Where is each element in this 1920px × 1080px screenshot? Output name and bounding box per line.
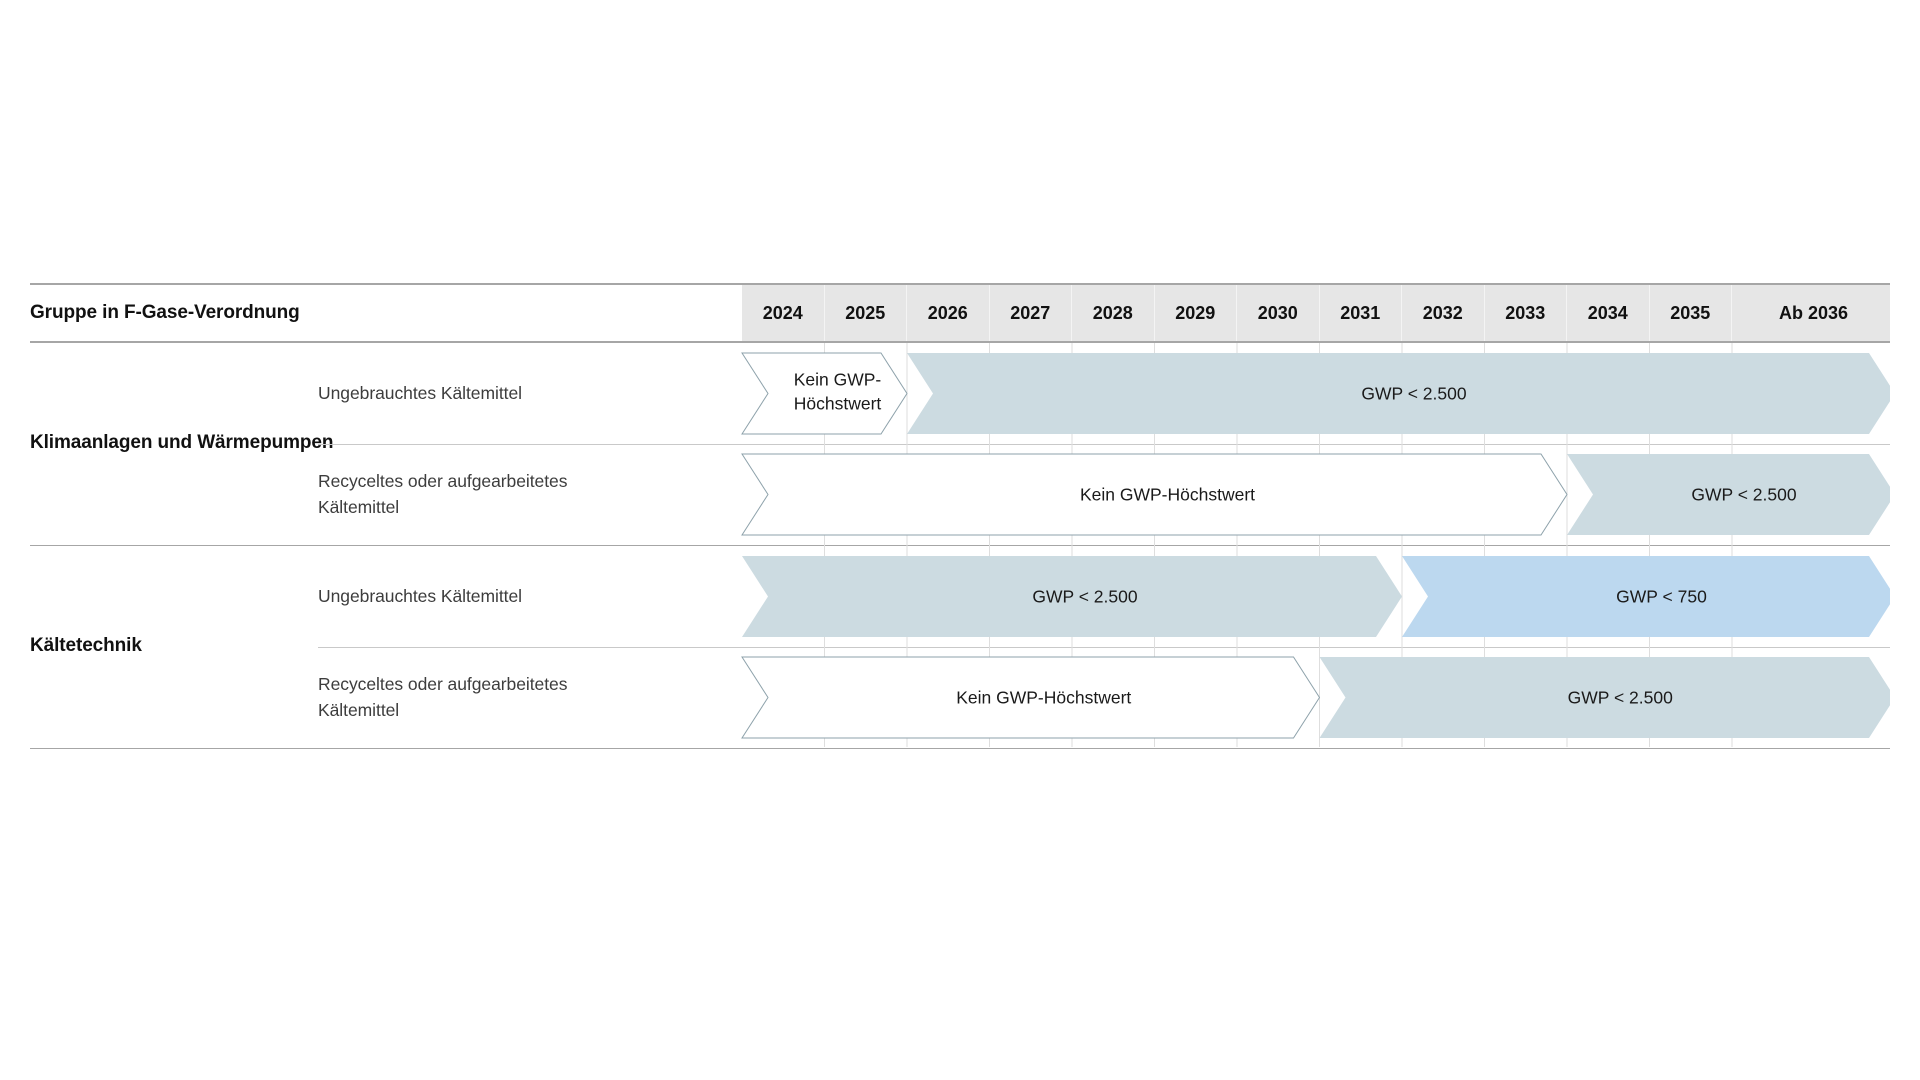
year-header-2024: 2024 xyxy=(742,285,825,341)
sub-row-divider xyxy=(318,647,1890,648)
row-label: Ungebrauchtes Kältemittel xyxy=(318,343,618,444)
year-header-2030: 2030 xyxy=(1237,285,1320,341)
row-label-line: Kältemittel xyxy=(318,496,400,517)
year-header-2034: 2034 xyxy=(1567,285,1650,341)
row-label: Ungebrauchtes Kältemittel xyxy=(318,546,618,647)
group-divider xyxy=(30,545,1890,546)
year-header-2033: 2033 xyxy=(1485,285,1567,341)
year-header-2031: 2031 xyxy=(1320,285,1402,341)
row-label-line: Ungebrauchtes Kältemittel xyxy=(318,382,522,403)
year-header-2029: 2029 xyxy=(1155,285,1237,341)
group-divider xyxy=(30,748,1890,749)
year-header-2035: 2035 xyxy=(1650,285,1732,341)
row-label-line: Kältemittel xyxy=(318,699,400,720)
year-header-ab-2036: Ab 2036 xyxy=(1778,302,1849,323)
row-label-line: Recyceltes oder aufgearbeitetes xyxy=(318,471,568,492)
table-row: Ungebrauchtes Kältemittel xyxy=(30,546,1890,647)
page-title: Gruppe in F-Gase-Verordnung xyxy=(30,285,742,341)
year-header-2026: 2026 xyxy=(907,285,990,341)
table-row: Ungebrauchtes Kältemittel xyxy=(30,343,1890,444)
group-label-1: Kältetechnik xyxy=(30,635,142,656)
group-label-0: Klimaanlagen und Wärmepumpen xyxy=(30,432,334,453)
year-header-2027: 2027 xyxy=(990,285,1072,341)
year-header-2028: 2028 xyxy=(1072,285,1155,341)
row-label-line: Ungebrauchtes Kältemittel xyxy=(318,585,522,606)
row-label-line: Recyceltes oder aufgearbeitetes xyxy=(318,674,568,695)
sub-row-divider xyxy=(318,444,1890,445)
year-header-2025: 2025 xyxy=(825,285,907,341)
year-header-2032: 2032 xyxy=(1402,285,1485,341)
